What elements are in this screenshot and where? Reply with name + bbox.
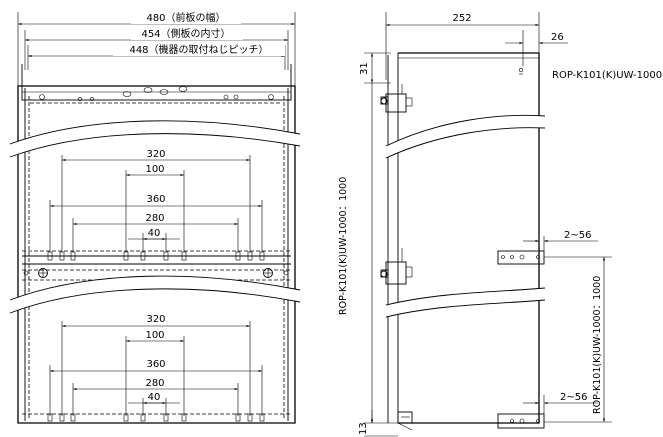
side-break-mid-1 xyxy=(385,287,546,306)
dim-13-label: 13 xyxy=(358,422,369,435)
side-break-mid-2 xyxy=(385,299,546,318)
lower-dim-360: 360 xyxy=(146,359,165,370)
break-line-mid-1 xyxy=(9,275,301,301)
middle-bracket xyxy=(380,248,413,285)
break-line-mid-2 xyxy=(9,288,301,314)
lower-dim-100: 100 xyxy=(145,330,164,341)
model-label-left-vertical: ROP-K101(K)UW-1000：1000 xyxy=(338,177,349,315)
dim-454-label: 454（側板の内寸） xyxy=(141,27,230,40)
device-rail-upper xyxy=(497,250,545,265)
upper-dim-320: 320 xyxy=(146,149,165,160)
dim-26-label: 26 xyxy=(551,32,564,43)
middle-rail xyxy=(22,250,291,281)
upper-dim-40: 40 xyxy=(148,228,161,239)
lower-dimensions: 320 100 360 280 40 xyxy=(49,314,263,416)
side-panel-outline xyxy=(398,52,540,424)
device-rail-lower xyxy=(497,413,545,429)
dim-31-label: 31 xyxy=(359,62,370,75)
dim-252-label: 252 xyxy=(452,13,471,24)
dim-2-56-upper: 2~56 xyxy=(564,230,591,241)
bottom-rail xyxy=(22,413,291,422)
upper-dim-280: 280 xyxy=(145,213,164,224)
upper-dim-360: 360 xyxy=(146,194,165,205)
dim-2-56-lower: 2~56 xyxy=(560,392,587,403)
break-line-top-2 xyxy=(9,133,301,158)
model-label-top: ROP-K101(K)UW-1000 xyxy=(552,70,662,81)
model-label-right-vertical: ROP-K101(K)UW-1000：1000 xyxy=(592,276,603,414)
lower-dim-40: 40 xyxy=(148,392,161,403)
side-view: 252 26 ROP-K101(K)UW-1000 31 ROP-K101(K)… xyxy=(338,12,662,437)
upper-dim-100: 100 xyxy=(145,164,164,175)
break-line-top-1 xyxy=(9,120,301,145)
front-view: 480（前板の幅） 454（側板の内寸） 448（機器の取付ねじピッチ） xyxy=(9,11,301,424)
side-break-top-2 xyxy=(385,127,546,159)
bottom-bracket xyxy=(397,411,413,431)
lower-dim-320: 320 xyxy=(146,314,165,325)
lower-dim-280: 280 xyxy=(145,378,164,389)
top-rail xyxy=(21,85,292,101)
dim-480-label: 480（前板の幅） xyxy=(146,11,225,24)
side-break-top-1 xyxy=(385,114,546,147)
upper-dimensions: 320 100 360 280 40 xyxy=(49,149,263,252)
top-bracket xyxy=(380,84,413,113)
dim-448-label: 448（機器の取付ねじピッチ） xyxy=(129,43,268,56)
